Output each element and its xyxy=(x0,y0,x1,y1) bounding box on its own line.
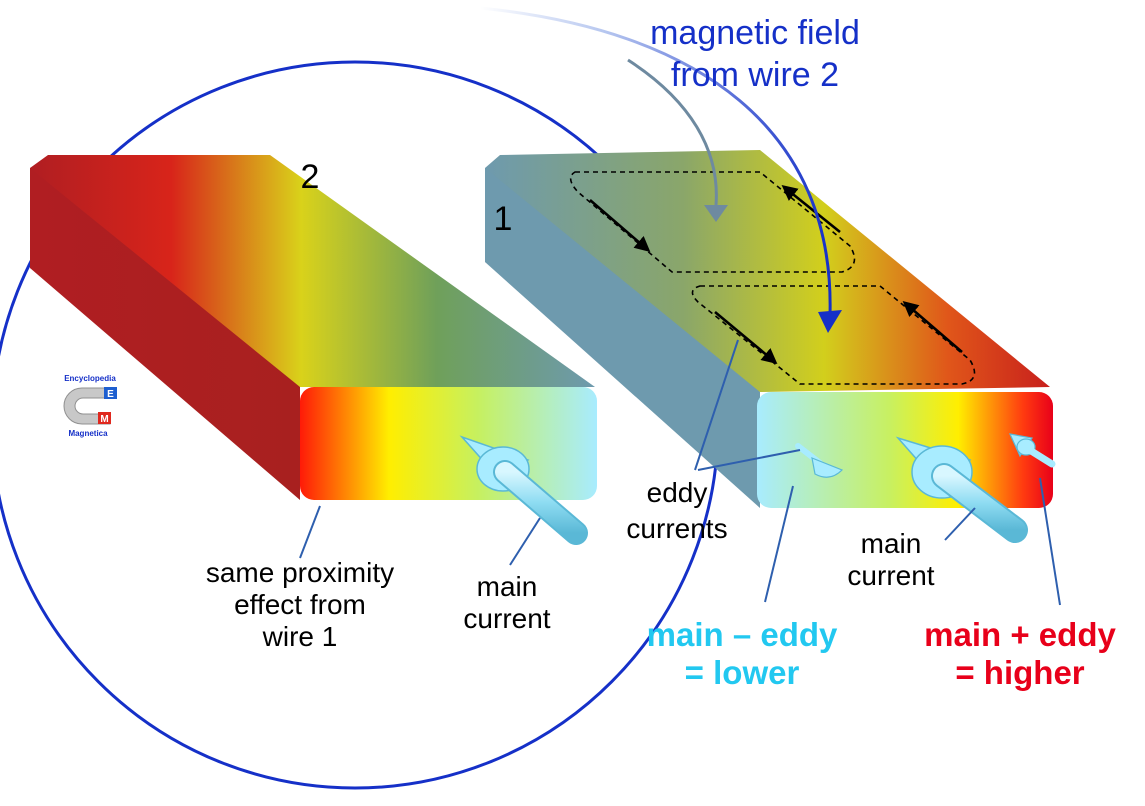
main-current-arrow-wire-1 xyxy=(895,436,1028,543)
wire-2-side-face xyxy=(30,168,300,500)
lower-label-line-1: main – eddy xyxy=(647,616,838,653)
eddy-arrow xyxy=(781,185,841,234)
wire-1-label: 1 xyxy=(494,200,513,238)
wire-1-top-face xyxy=(485,150,1050,392)
logo-top-text: Encyclopedia xyxy=(64,374,116,383)
eddy-arrow-left-front xyxy=(795,443,844,478)
field-pointer-arrow xyxy=(627,58,718,206)
wire-1-front-face xyxy=(757,392,1053,508)
leader-lines xyxy=(299,339,1061,606)
higher-label-line-2: = higher xyxy=(955,654,1084,691)
field-arc-wire-2 xyxy=(479,6,832,316)
current-rod-fill xyxy=(933,465,1026,541)
leader-higher xyxy=(1039,477,1061,606)
eddy-label-line-1: eddy xyxy=(647,477,708,508)
main-current-wire-2-line-2: current xyxy=(463,603,550,634)
encyclopedia-magnetica-logo: Encyclopedia E M Magnetica xyxy=(63,374,117,438)
wire-1 xyxy=(485,150,1053,508)
wire-1-side-face xyxy=(485,168,760,508)
logo-letter-e: E xyxy=(107,389,114,400)
title-line-1: magnetic field xyxy=(650,14,860,52)
leader-main-current-2 xyxy=(509,517,541,566)
logo-e-box xyxy=(104,387,117,399)
eddy-arrow xyxy=(714,311,778,364)
proximity-line-1: same proximity xyxy=(206,557,394,588)
wire-2-label: 2 xyxy=(301,158,320,196)
text-labels: magnetic field from wire 2 2 1 eddy curr… xyxy=(206,14,1117,691)
eddy-loops xyxy=(569,171,976,385)
logo-m-box xyxy=(98,412,111,424)
main-current-wire-1-line-1: main xyxy=(861,528,922,559)
wire-2-front-face xyxy=(300,387,597,500)
leader-main-current-1 xyxy=(944,507,976,541)
main-current-arrow-wire-2 xyxy=(459,435,588,545)
leader-eddy-top xyxy=(694,339,739,471)
eddy-arrows xyxy=(589,185,963,364)
current-rod-fill xyxy=(495,462,586,543)
leader-eddy-front xyxy=(697,449,801,471)
field-arc-arrowhead xyxy=(818,310,842,333)
higher-label-line-1: main + eddy xyxy=(924,616,1116,653)
leader-lower xyxy=(764,485,794,603)
eddy-arrow-right-front xyxy=(1008,433,1056,468)
wire-2 xyxy=(30,155,597,500)
lower-label-line-2: = lower xyxy=(685,654,800,691)
eddy-loop-lower xyxy=(691,285,976,385)
leader-proximity xyxy=(299,505,321,559)
eddy-arrow xyxy=(902,300,963,353)
eddy-arrow xyxy=(589,199,651,253)
main-current-wire-1-line-2: current xyxy=(847,560,934,591)
eddy-loop-upper xyxy=(569,171,856,273)
logo-bottom-text: Magnetica xyxy=(68,429,108,438)
main-current-wire-2-line-1: main xyxy=(477,571,538,602)
eddy-shaft xyxy=(1024,445,1056,468)
eddy-head xyxy=(811,457,844,478)
field-pointer-arrowhead xyxy=(704,205,728,222)
eddy-label-line-2: currents xyxy=(626,513,727,544)
logo-letter-m: M xyxy=(100,414,108,425)
title-line-2: from wire 2 xyxy=(671,56,839,94)
proximity-line-3: wire 1 xyxy=(262,621,338,652)
proximity-line-2: effect from xyxy=(234,589,366,620)
